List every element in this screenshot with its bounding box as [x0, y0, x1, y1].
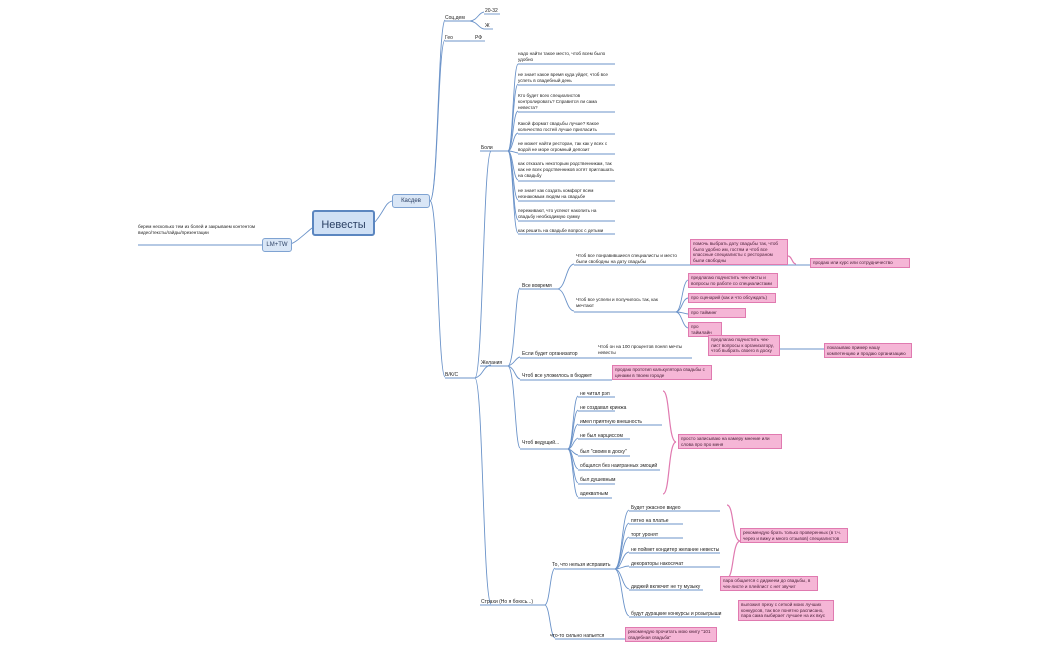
fear-item: не поймет кондитер желание невесты [631, 547, 720, 553]
host-item: не создавал кринжа [580, 405, 627, 411]
wish-organizer: Если будет организатор [522, 351, 578, 357]
wish-host: Чтоб ведущий... [522, 440, 560, 446]
wish-note-sell: продаю или курс или сотрудничество [810, 258, 910, 268]
fear-item: пятно на платье [631, 518, 669, 524]
host-item: не был нарциссом [580, 433, 623, 439]
fear-note-dj: пара общается с диджеем до свадьбы, в че… [720, 576, 818, 592]
socdem-label: Соц.дем [445, 15, 465, 21]
wish-organizer-note: предлагаю подчистить чек-лист вопросы к … [708, 335, 780, 356]
wish-organizer-sub: Чтоб он на 100 процентов понял мечты нев… [598, 344, 683, 355]
pain-item: не знает какое время куда уйдет, чтоб вс… [518, 72, 608, 83]
wish-budget-note: продаю прототип калькулятора свадьбы с ц… [612, 365, 712, 381]
wish-note-timeline: про таймлайн [688, 322, 722, 338]
wish-note-date: помочь выбрать дату свадьбы так, чтоб бы… [690, 239, 788, 266]
fear-item: Будет ужасное видео [631, 505, 681, 511]
wish-note-checklist: предлагаю подчистить чек-листы и вопросы… [688, 273, 778, 289]
pain-item: как отказать некоторым родственникам, та… [518, 161, 614, 178]
pain-item: как решить на свадьбе вопрос с детьми [518, 228, 604, 233]
fear-item: торт уронят [631, 532, 659, 538]
pain-item: переживают, что успеют накопить на свадь… [518, 208, 597, 219]
fear-note-specialists: рекомендую брать только проверенных (в т… [740, 528, 848, 544]
wish-organizer-sell: показываю пример нашу компетенцию и прод… [824, 343, 912, 359]
pain-item: не знает как создать комфорт всем незнак… [518, 188, 594, 199]
wish-budget: Чтоб все уложилось в бюджет [522, 373, 593, 379]
pain-item: Какой формат свадьбы лучше? Какое количе… [518, 121, 599, 132]
fear-note-contests: выложил презу с сеткой моих лучших конку… [738, 600, 834, 621]
wish-on-time-sub1: Чтоб все понравившиеся специалисты и мес… [576, 253, 677, 264]
host-item: был душевным [580, 477, 616, 483]
branch-kasdev[interactable]: Касдев [392, 194, 430, 208]
fear-irreparable: То, что нельзя исправить [552, 562, 611, 568]
host-item: общался без наигранных эмоций [580, 463, 658, 469]
geo-label: Гео [445, 35, 453, 41]
host-note: просто записываю на камеру мнение или сл… [678, 434, 782, 450]
socdem-gender: Ж [485, 23, 490, 29]
wish-on-time: Все вовремя [522, 283, 552, 289]
host-item: был "своим в доску" [580, 449, 627, 455]
strahi-label: Страхи (Но я боюсь...) [481, 599, 534, 605]
wish-note-scenario: про сценарий (как и что обсуждать) [688, 293, 776, 303]
boli-label: Боли [481, 145, 493, 151]
fear-drunk-note: рекомендую прочитать мою книгу "101 свад… [625, 627, 717, 643]
branch-lmtw[interactable]: LM+TW [262, 238, 292, 252]
host-item: имел приятную внешность [580, 419, 642, 425]
pain-item: не может найти ресторан, так как у всех … [518, 141, 608, 152]
fear-drunk: что-то сильно напьется [550, 633, 605, 639]
bkc-label: B/K/C [445, 372, 459, 378]
lmtw-note: берем несколько тем из болей и закрываем… [138, 224, 256, 235]
wish-note-timing: про тайминг [688, 308, 746, 318]
geo-value: РФ [475, 35, 483, 41]
wish-on-time-sub2: Чтоб все успели и получилось так, как ме… [576, 297, 658, 308]
host-item: не читал рэп [580, 391, 610, 397]
pain-item: надо найти такое место, чтоб всем было у… [518, 51, 606, 62]
zhelaniya-label: Желания [481, 360, 503, 366]
fear-item: будут дурацкие конкурсы и розыгрыши [631, 611, 722, 617]
socdem-age: 20-32 [485, 8, 498, 14]
pain-item: Кто будет всех специалистов контролирова… [518, 93, 597, 110]
root-node[interactable]: Невесты [312, 210, 375, 236]
fear-item: декораторы накосячат [631, 561, 684, 567]
host-item: адекватным [580, 491, 609, 497]
fear-item: диджей включит не ту музыку [631, 584, 701, 590]
